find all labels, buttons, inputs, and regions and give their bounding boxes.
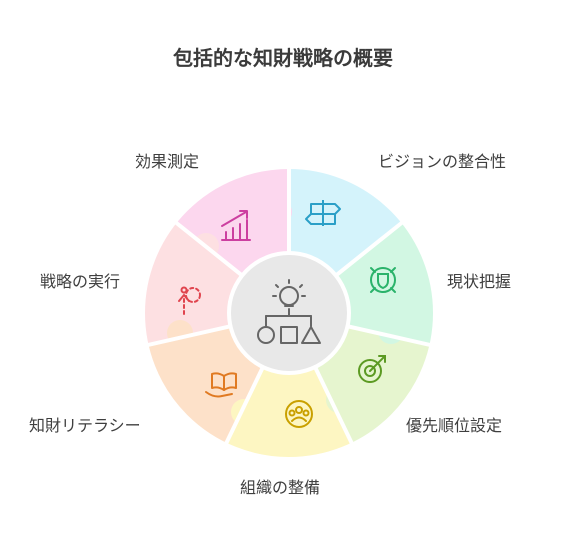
label-vision: ビジョンの整合性 bbox=[378, 152, 507, 171]
segment-org bbox=[226, 313, 352, 458]
label-priority: 優先順位設定 bbox=[406, 416, 503, 435]
label-measure: 効果測定 bbox=[135, 152, 200, 171]
label-literacy: 知財リテラシー bbox=[29, 416, 141, 435]
label-execution: 戦略の実行 bbox=[40, 272, 121, 291]
label-org: 組織の整備 bbox=[240, 478, 321, 497]
team-icon bbox=[285, 400, 313, 428]
path-arrow-icon bbox=[178, 286, 201, 315]
signpost-icon bbox=[305, 200, 341, 226]
diagram-title: 包括的な知財戦略の概要 bbox=[173, 46, 393, 70]
knob-literacy-execution bbox=[167, 320, 193, 346]
label-current: 現状把握 bbox=[447, 272, 512, 291]
book-hand-icon bbox=[205, 372, 237, 398]
chart-up-icon bbox=[221, 210, 251, 241]
knob-vision-current bbox=[349, 227, 375, 253]
knob-measure-vision bbox=[266, 199, 292, 225]
idea-shapes-icon bbox=[257, 279, 321, 344]
target-arrow-icon bbox=[358, 355, 386, 383]
shield-target-icon bbox=[370, 267, 396, 293]
